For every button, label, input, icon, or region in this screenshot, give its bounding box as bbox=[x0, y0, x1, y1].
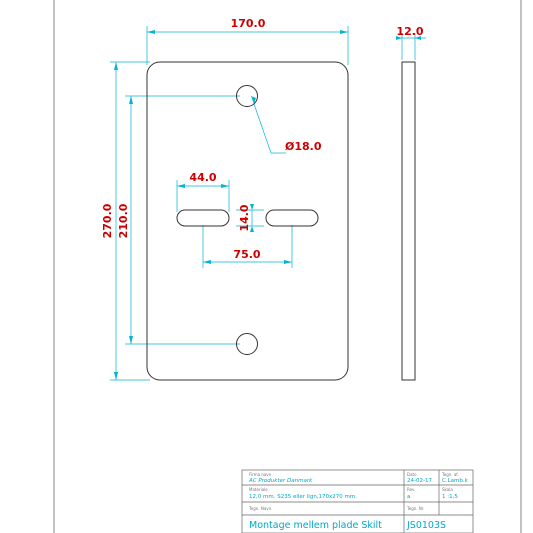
dim-slot-spacing: 75.0 bbox=[233, 248, 260, 261]
dim-hole-diameter: Ø18.0 bbox=[285, 140, 322, 153]
tb-company: AC Produkter Danmark bbox=[248, 478, 313, 484]
tb-material-label: Materiale bbox=[249, 487, 268, 492]
title-block: Firma navn AC Produkter Danmark Dato 24-… bbox=[241, 469, 474, 533]
tb-scale-label: Skala bbox=[442, 487, 453, 492]
tb-date-label: Dato bbox=[407, 472, 417, 477]
dim-slot-width: 14.0 bbox=[238, 204, 251, 231]
right-slot bbox=[265, 209, 319, 227]
dim-hole-spacing: 210.0 bbox=[117, 203, 130, 238]
sheet-frame bbox=[53, 0, 522, 533]
tb-drawing-number: JS0103S bbox=[406, 520, 446, 531]
dim-plate-width: 170.0 bbox=[231, 17, 266, 30]
plate-outline bbox=[146, 61, 349, 381]
tb-rev: a bbox=[407, 494, 410, 500]
tb-rev-label: Rev. bbox=[407, 487, 415, 492]
dim-plate-height: 270.0 bbox=[101, 203, 114, 238]
dim-thickness: 12.0 bbox=[396, 25, 423, 38]
tb-material: 12,0 mm. S235 eller lign,170x270 mm. bbox=[249, 494, 357, 500]
tb-drawn-label: Tegn. af. bbox=[441, 472, 459, 477]
dim-slot-length: 44.0 bbox=[189, 171, 216, 184]
left-slot bbox=[176, 209, 230, 227]
tb-number-label: Tegn. Nr. bbox=[406, 506, 424, 511]
plate-side-view bbox=[401, 61, 416, 381]
bottom-hole bbox=[236, 333, 258, 355]
plate-front-view bbox=[146, 61, 349, 381]
tb-date: 24-02-17 bbox=[407, 478, 432, 484]
tb-scale: 1 :1,5 bbox=[442, 494, 458, 500]
dimension-arrows bbox=[114, 30, 421, 380]
dimension-lines bbox=[110, 26, 426, 381]
top-hole bbox=[236, 85, 258, 107]
tb-name-label: Tegn. Navn. bbox=[248, 506, 272, 511]
tb-company-label: Firma navn bbox=[249, 472, 272, 477]
tb-drawing-name: Montage mellem plade Skilt bbox=[249, 520, 382, 531]
tb-drawn-by: C.Lamb.k bbox=[442, 478, 469, 484]
